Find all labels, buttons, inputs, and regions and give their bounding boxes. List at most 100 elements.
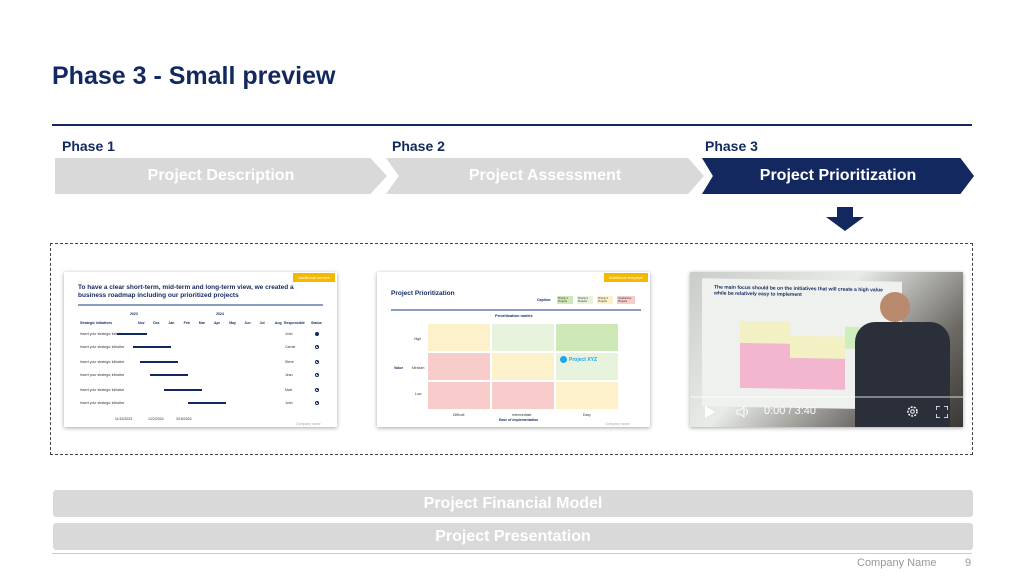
matrix-cell bbox=[427, 381, 491, 410]
page-title: Phase 3 - Small preview bbox=[52, 62, 336, 90]
initiative-label: Insert your strategic initiative bbox=[80, 332, 125, 336]
month-label: Jul bbox=[259, 321, 265, 325]
phase-2-name: Project Assessment bbox=[468, 167, 622, 184]
month-label: Mar bbox=[198, 321, 206, 325]
footer-divider bbox=[52, 553, 972, 554]
arrow-down-icon bbox=[826, 207, 864, 231]
x-axis-label: Ease of implementation bbox=[499, 418, 539, 422]
video-slide-title: The main focus should be on the initiati… bbox=[714, 284, 883, 298]
milestone-date: 11/15/2023 bbox=[115, 417, 133, 421]
phase-2-chevron[interactable]: Project Assessment bbox=[386, 158, 704, 194]
responsible-label: Carole bbox=[285, 344, 296, 349]
volume-icon[interactable] bbox=[736, 406, 750, 418]
column-header: Status bbox=[311, 321, 322, 325]
initiative-label: Insert your strategic initiative bbox=[80, 372, 125, 377]
phase-1-label: Phase 1 bbox=[62, 138, 115, 154]
divider bbox=[78, 304, 323, 306]
slide-cell bbox=[790, 335, 845, 359]
preview-container bbox=[50, 243, 973, 455]
roadmap-thumbnail[interactable]: Additional version To have a clear short… bbox=[64, 272, 337, 427]
y-tick: Low bbox=[415, 392, 422, 396]
responsible-label: John bbox=[285, 332, 293, 336]
month-label: Apr bbox=[214, 321, 221, 325]
thumbnail-title: Project Prioritization bbox=[391, 290, 455, 297]
gantt-bar bbox=[164, 389, 202, 391]
legend-item: Priority 3 Projects bbox=[597, 296, 613, 304]
divider bbox=[391, 309, 641, 311]
phase-3-name: Project Prioritization bbox=[759, 167, 917, 184]
month-label: Feb bbox=[183, 321, 190, 325]
column-header: Strategic initiatives bbox=[80, 321, 113, 325]
month-label: May bbox=[229, 321, 236, 325]
matrix-cell bbox=[555, 323, 619, 352]
project-point bbox=[560, 356, 567, 363]
gantt-bar bbox=[150, 373, 188, 376]
x-tick: Intermediate bbox=[512, 413, 532, 417]
matrix-title: Prioritization matrix bbox=[495, 313, 533, 318]
initiative-label: Insert your strategic initiative bbox=[80, 400, 125, 405]
thumbnail-title: To have a clear short-term, mid-term and… bbox=[78, 284, 294, 299]
slide-cell bbox=[790, 357, 845, 390]
settings-gear-icon[interactable] bbox=[906, 405, 919, 418]
initiative-label: Insert your strategic initiative bbox=[80, 388, 125, 392]
project-presentation-bar[interactable]: Project Presentation bbox=[53, 523, 973, 550]
phase-1-name: Project Description bbox=[147, 167, 295, 184]
video-player[interactable]: The main focus should be on the initiati… bbox=[690, 272, 963, 427]
status-icon bbox=[315, 388, 319, 392]
slide-cell bbox=[740, 342, 790, 389]
slide-cell bbox=[740, 320, 790, 344]
status-icon bbox=[315, 360, 319, 364]
legend-item: Priority 2 Projects bbox=[577, 296, 593, 304]
legend-item: Priority 1 Projects bbox=[557, 296, 573, 304]
matrix-cell bbox=[491, 323, 555, 352]
x-tick: Difficult bbox=[453, 413, 465, 417]
phase-3-label: Phase 3 bbox=[705, 138, 758, 154]
x-tick: Easy bbox=[583, 413, 591, 417]
page-number: 9 bbox=[965, 557, 972, 569]
status-icon bbox=[315, 372, 319, 377]
additional-template-tag: Additional template bbox=[603, 273, 648, 282]
month-label: Nov bbox=[138, 321, 145, 325]
status-icon bbox=[315, 400, 319, 405]
matrix-cell bbox=[427, 323, 491, 352]
phase-1-chevron[interactable]: Project Description bbox=[55, 158, 387, 194]
matrix-cell bbox=[427, 352, 491, 381]
gantt-bar bbox=[133, 345, 171, 348]
prioritization-thumbnail[interactable]: Additional template Project Prioritizati… bbox=[377, 272, 650, 427]
milestone-date: 3/18/2024 bbox=[176, 417, 192, 421]
matrix-cell bbox=[491, 381, 555, 410]
project-financial-model-bar[interactable]: Project Financial Model bbox=[53, 490, 973, 517]
year-label: 2023 bbox=[130, 312, 138, 316]
presenter-body bbox=[855, 322, 950, 427]
company-name: Company Name bbox=[857, 557, 937, 569]
month-label: Dec bbox=[153, 321, 160, 325]
thumbnail-footer: Company name bbox=[605, 422, 630, 426]
y-tick: Medium bbox=[412, 366, 425, 370]
y-tick: High bbox=[414, 337, 422, 341]
responsible-label: Jean bbox=[285, 372, 293, 377]
legend-item: Unattractive Projects bbox=[617, 296, 635, 304]
responsible-label: Steve bbox=[285, 360, 294, 364]
responsible-label: Matt bbox=[285, 388, 292, 392]
status-icon bbox=[315, 344, 319, 349]
initiative-label: Insert your strategic initiative bbox=[80, 344, 125, 349]
gantt-bar bbox=[140, 361, 178, 363]
video-time: 0:00 / 3:40 bbox=[764, 405, 816, 417]
matrix-cell bbox=[491, 352, 555, 381]
video-progress-bar[interactable] bbox=[690, 396, 963, 398]
phase-3-chevron[interactable]: Project Prioritization bbox=[702, 158, 974, 194]
fullscreen-icon[interactable] bbox=[936, 406, 948, 418]
presenter bbox=[880, 292, 910, 322]
milestone-date: 1/22/2024 bbox=[148, 417, 164, 421]
caption-label: Caption: bbox=[537, 298, 552, 302]
column-header: Responsible bbox=[284, 321, 305, 325]
phase-2-label: Phase 2 bbox=[392, 138, 445, 154]
project-point-label: Project XYZ bbox=[569, 357, 598, 363]
matrix-cell bbox=[555, 381, 619, 410]
play-icon[interactable] bbox=[705, 406, 715, 418]
initiative-label: Insert your strategic initiative bbox=[80, 360, 125, 364]
status-icon bbox=[315, 332, 319, 336]
month-label: Aug bbox=[274, 321, 282, 325]
thumbnail-footer: Company name bbox=[296, 422, 321, 426]
y-axis-label: Value bbox=[394, 366, 404, 370]
